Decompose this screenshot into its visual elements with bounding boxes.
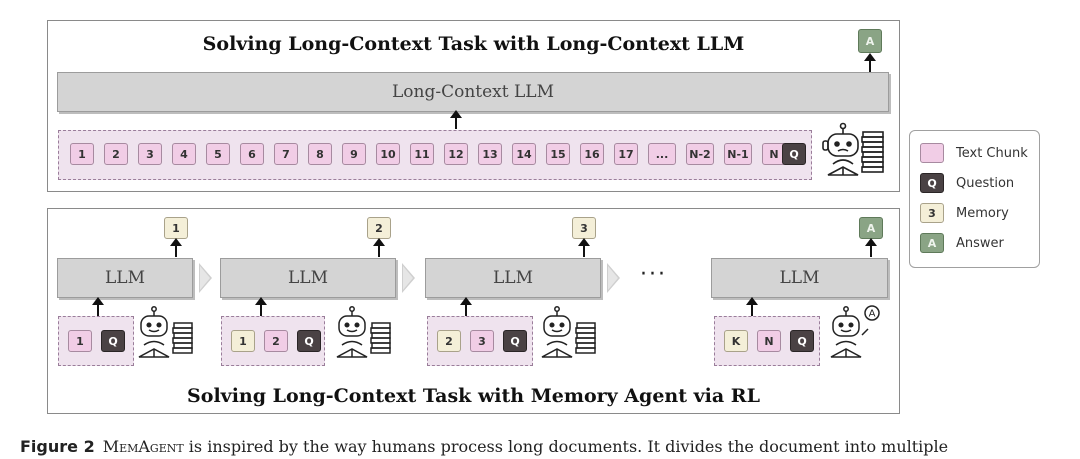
text-chunk: 9 [342,143,366,165]
robot-reading-icon [138,306,193,358]
step-connector-arrow [199,263,212,293]
step-connector-arrow [607,263,620,293]
text-chunk: 1 [68,330,92,352]
memory-chunk: 1 [231,330,255,352]
top-answer-arrow [864,53,876,72]
output-arrow [578,238,590,257]
memory-output: 3 [572,217,596,239]
top-question-chunk: Q [782,143,806,165]
top-panel-title: Solving Long-Context Task with Long-Cont… [202,33,745,55]
memory-chunk: 2 [437,330,461,352]
output-arrow [865,238,877,257]
memory-output: 1 [164,217,188,239]
caption-figure-label: Figure 2 [20,437,95,456]
text-chunk: 3 [138,143,162,165]
legend-swatch-question: Q [920,173,944,193]
text-chunk: N-1 [724,143,752,165]
step-connector-arrow [402,263,415,293]
robot-reading-icon [541,306,596,358]
text-chunk: ... [648,143,676,165]
bottom-panel-title: Solving Long-Context Task with Memory Ag… [187,385,760,407]
legend-swatch-memory: 3 [920,203,944,223]
answer-output: A [859,217,883,239]
text-chunk: 4 [172,143,196,165]
memory-output: 2 [367,217,391,239]
text-chunk: 2 [104,143,128,165]
text-chunk: 3 [470,330,494,352]
legend-label: Question [956,175,1015,191]
figure-caption: Figure 2 MemAgent is inspired by the way … [20,437,1080,456]
robot-reading-icon [336,306,391,358]
question-chunk: Q [297,330,321,352]
top-answer-box: A [858,29,882,53]
legend-item-answer: A Answer [920,233,1004,253]
legend-item-memory: 3 Memory [920,203,1009,223]
top-input-arrow [450,110,462,129]
legend-item-text-chunk: Text Chunk [920,143,1028,163]
robot-answering-icon: A [830,305,880,358]
text-chunk: 17 [614,143,638,165]
text-chunk: 8 [308,143,332,165]
input-arrow [92,297,104,316]
text-chunk: 1 [70,143,94,165]
llm-step-bar: LLM [220,258,396,298]
bottom-panel: Solving Long-Context Task with Memory Ag… [47,208,900,414]
question-chunk: Q [101,330,125,352]
step-ellipsis: ··· [640,262,667,287]
legend: Text Chunk Q Question 3 Memory A Answer [909,130,1040,268]
long-context-llm-bar: Long-Context LLM [57,72,889,112]
text-chunk: 13 [478,143,502,165]
text-chunk: 12 [444,143,468,165]
text-chunk: 7 [274,143,298,165]
text-chunk: 16 [580,143,604,165]
text-chunk: 2 [264,330,288,352]
legend-swatch-answer: A [920,233,944,253]
llm-step-bar: LLM [57,258,193,298]
text-chunk: 11 [410,143,434,165]
text-chunk: 15 [546,143,570,165]
llm-step-bar: LLM [425,258,601,298]
text-chunk: N [762,143,786,165]
question-chunk: Q [503,330,527,352]
text-chunk: 10 [376,143,400,165]
input-arrow [746,297,758,316]
input-arrow [255,297,267,316]
caption-method-name: MemAgent [102,437,184,456]
legend-item-question: Q Question [920,173,1014,193]
output-arrow [170,238,182,257]
legend-label: Text Chunk [956,145,1028,161]
output-arrow [373,238,385,257]
text-chunk: 5 [206,143,230,165]
legend-label: Answer [956,235,1004,251]
llm-step-bar: LLM [711,258,888,298]
input-arrow [460,297,472,316]
text-chunk: 14 [512,143,536,165]
caption-text: is inspired by the way humans process lo… [183,437,949,456]
robot-reading-confused-icon [822,122,884,176]
text-chunk: N [757,330,781,352]
text-chunk: 6 [240,143,264,165]
svg-text:A: A [869,309,876,320]
text-chunk: N-2 [686,143,714,165]
memory-chunk: K [724,330,748,352]
legend-swatch-text-chunk [920,143,944,163]
question-chunk: Q [790,330,814,352]
legend-label: Memory [956,205,1009,221]
